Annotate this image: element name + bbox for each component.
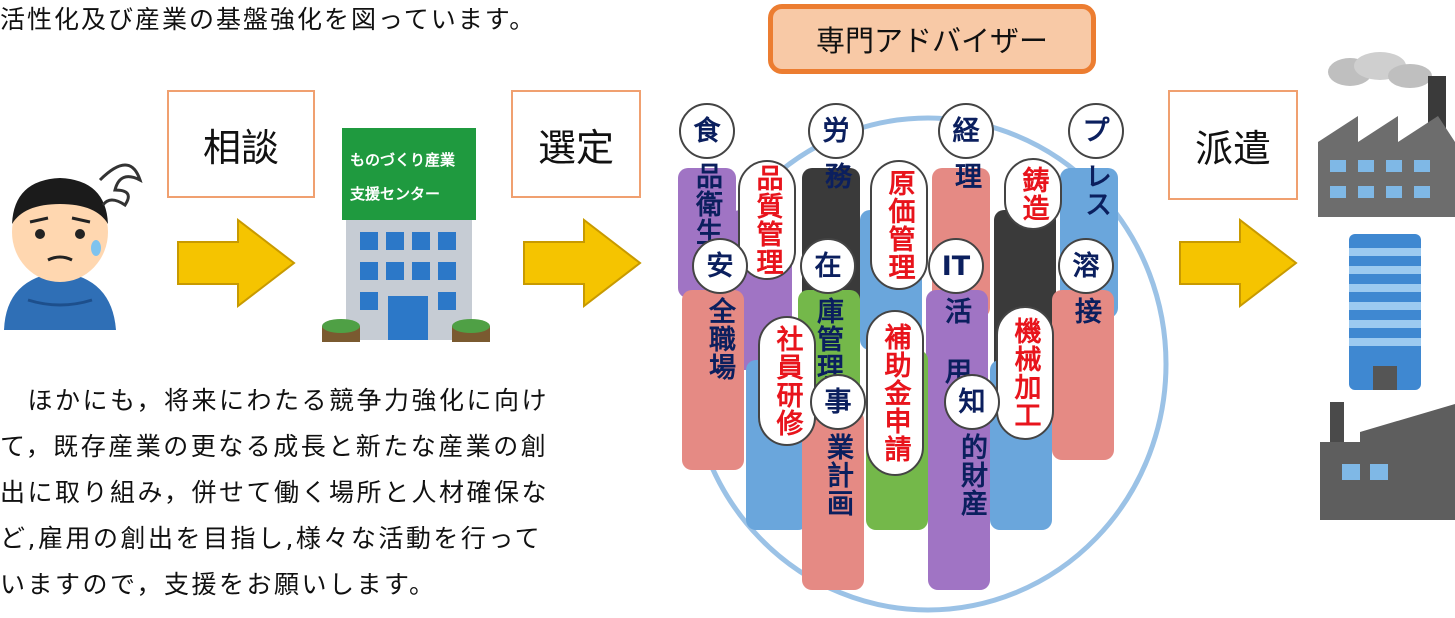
safety-bubble: 安	[692, 238, 748, 294]
ip-bubble: 知	[944, 374, 1000, 430]
labor-bubble: 労	[808, 103, 864, 159]
training-bubble: 社員研修	[758, 316, 816, 446]
training-label: 社員研修	[771, 325, 803, 437]
labor-label: 務	[820, 162, 851, 190]
machining-label: 機械加工	[1009, 317, 1041, 429]
paragraph-line: ど,雇用の創出を目指し,様々な活動を行って	[0, 524, 543, 553]
right-arrow-icon	[177, 218, 296, 308]
welding-label: 接	[1070, 297, 1101, 325]
press-label: レス	[1080, 162, 1111, 218]
support-center-line1: ものづくり産業	[350, 151, 456, 169]
cost-label: 原価管理	[883, 169, 915, 281]
it-bubble: IT	[928, 238, 984, 294]
it-label: 活 用	[940, 297, 971, 385]
press-bubble: プ	[1068, 103, 1124, 159]
office-tower-icon	[1349, 234, 1421, 390]
paragraph-line: 出に取り組み，併せて働く場所と人材確保な	[0, 478, 550, 507]
paragraph-line: て，既存産業の更なる成長と新たな産業の創	[0, 432, 549, 461]
welding-bubble: 溶	[1058, 238, 1114, 294]
intro-text: 活性化及び産業の基盤強化を図っています。	[0, 5, 537, 34]
food-hygiene-label: 品衛生	[691, 162, 722, 246]
casting-bubble: 鋳造	[1004, 158, 1062, 230]
factory-icon	[1318, 52, 1455, 217]
business-plan-label: 業計画	[822, 433, 853, 517]
support-center-sign: ものづくり産業 支援センター	[342, 133, 476, 215]
right-arrow-icon	[1179, 218, 1298, 308]
inventory-bubble: 在	[800, 238, 856, 294]
food-hygiene-bubble: 食	[679, 103, 735, 159]
dispatch-label: 派遣	[1168, 90, 1298, 200]
right-arrow-icon	[523, 218, 642, 308]
paragraph-line: いますので，支援をお願いします。	[0, 570, 437, 599]
description-paragraph: ほかにも，将来にわたる競争力強化に向け て，既存産業の更なる成長と新たな産業の創…	[0, 378, 620, 608]
support-center-line2: 支援センター	[350, 185, 441, 203]
safety-label: 全職場	[704, 297, 735, 381]
quality-bubble: 品質管理	[738, 160, 796, 280]
worried-person-illustration	[4, 163, 143, 330]
quality-label: 品質管理	[751, 164, 783, 276]
small-factory-icon	[1320, 402, 1455, 520]
subsidy-label: 補助金申請	[879, 323, 911, 463]
casting-label: 鋳造	[1017, 166, 1049, 222]
selection-label: 選定	[511, 90, 641, 198]
business-plan-bubble: 事	[810, 374, 866, 430]
subsidy-bubble: 補助金申請	[866, 310, 924, 476]
accounting-label: 理	[950, 162, 981, 190]
inventory-label: 庫管理	[812, 297, 843, 381]
machining-bubble: 機械加工	[996, 306, 1054, 440]
advisor-title: 専門アドバイザー	[768, 4, 1096, 74]
ip-label: 的財産	[956, 433, 987, 517]
accounting-bubble: 経	[938, 103, 994, 159]
consultation-label: 相談	[167, 90, 315, 198]
paragraph-line: ほかにも，将来にわたる競争力強化に向け	[0, 386, 550, 415]
cost-bubble: 原価管理	[870, 160, 928, 290]
